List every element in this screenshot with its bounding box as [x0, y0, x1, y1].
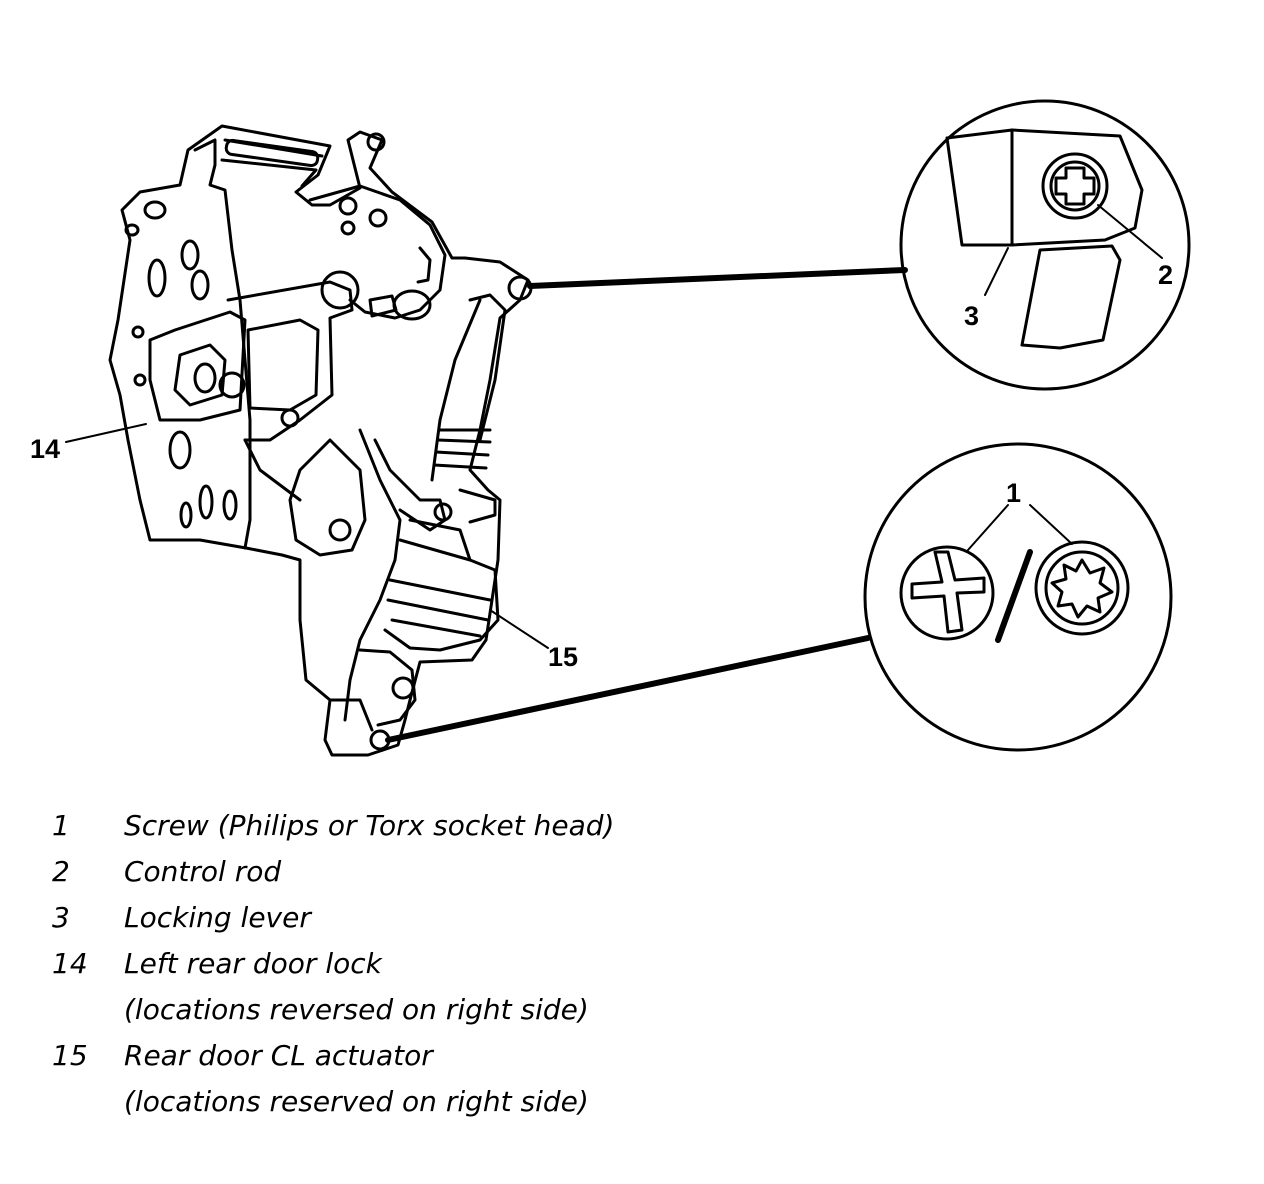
callout-15-leader	[489, 609, 549, 649]
door-lock-diagram: 1 2 3 14 15	[30, 99, 1191, 757]
legend-item: 15 Rear door CL actuator	[52, 1033, 952, 1079]
legend-text: Control rod	[124, 855, 282, 888]
callout-1-leader-b	[1029, 504, 1073, 545]
legend-number: 3	[52, 901, 70, 934]
callout-2-leader	[1097, 204, 1163, 259]
upper-leader-line	[527, 267, 908, 289]
legend-number: 2	[52, 855, 70, 888]
lower-detail-circle	[863, 442, 1173, 752]
callout-14: 14	[30, 434, 60, 464]
legend-text: (locations reserved on right side)	[124, 1085, 589, 1118]
legend-item-continuation: (locations reversed on right side)	[52, 987, 952, 1033]
legend-number: 1	[52, 809, 70, 842]
lower-leader-line	[385, 635, 871, 743]
callout-15: 15	[548, 642, 578, 672]
legend: 1 Screw (Philips or Torx socket head) 2 …	[52, 803, 952, 1125]
legend-item: 3 Locking lever	[52, 895, 952, 941]
callout-2: 2	[1158, 260, 1173, 290]
legend-item: 2 Control rod	[52, 849, 952, 895]
legend-item-continuation: (locations reserved on right side)	[52, 1079, 952, 1125]
callout-3: 3	[964, 301, 979, 331]
door-lock-assembly	[108, 124, 533, 757]
legend-text: Rear door CL actuator	[124, 1039, 433, 1072]
callout-3-leader	[984, 247, 1009, 296]
callout-1-leader-a	[967, 504, 1009, 551]
legend-item: 1 Screw (Philips or Torx socket head)	[52, 803, 952, 849]
legend-text: Left rear door lock	[124, 947, 382, 980]
torx-screw-icon	[1034, 540, 1130, 636]
legend-item: 14 Left rear door lock	[52, 941, 952, 987]
legend-number: 14	[52, 947, 88, 980]
upper-detail-circle	[899, 99, 1191, 391]
legend-text: (locations reversed on right side)	[124, 993, 589, 1026]
callout-1: 1	[1006, 478, 1021, 508]
legend-text: Screw (Philips or Torx socket head)	[124, 809, 615, 842]
legend-text: Locking lever	[124, 901, 311, 934]
callout-14-leader	[65, 423, 147, 443]
legend-number: 15	[52, 1039, 88, 1072]
philips-screw-icon	[899, 545, 995, 641]
